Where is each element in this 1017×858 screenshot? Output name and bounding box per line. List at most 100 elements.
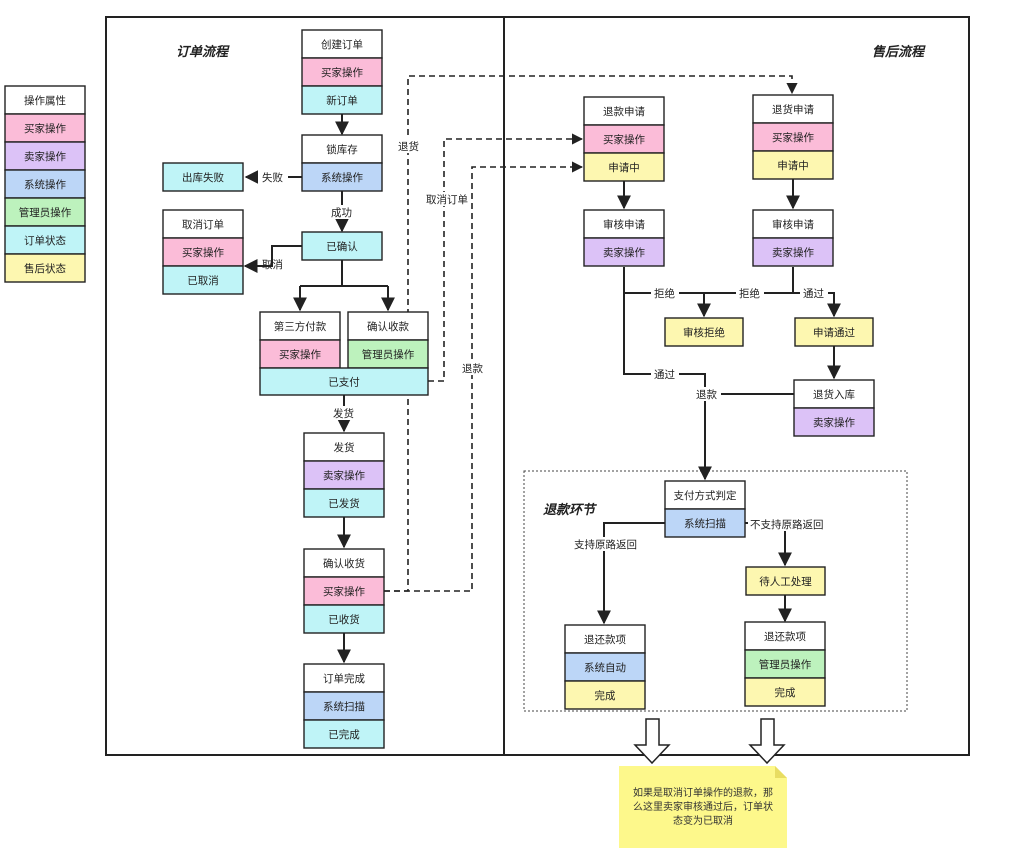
review2-cell-1: 卖家操作 [752,237,834,267]
return_stock-label-1: 卖家操作 [813,416,855,429]
ship-label-1: 卖家操作 [323,469,365,482]
refund-section-title: 退款环节 [543,502,597,518]
third_pay-label-1: 买家操作 [279,348,321,361]
cancel_order-label-1: 买家操作 [182,246,224,259]
confirm_receive-label-2: 已收货 [328,613,360,626]
manual-label-0: 待人工处理 [759,575,812,588]
edge-confirmed-to-split [300,260,388,287]
ship-cell-1: 卖家操作 [303,460,385,490]
label-success: 成功 [331,207,352,219]
node-manual: 待人工处理 [745,566,826,596]
refund-section-frame [523,470,908,712]
return_apply-label-0: 退货申请 [772,103,814,116]
review1-label-0: 审核申请 [603,218,645,231]
edge-receive-to-refund [384,161,584,592]
lock_stock-cell-0: 锁库存 [301,134,383,164]
refund_item_admin-label-1: 管理员操作 [759,658,812,671]
ship-cell-0: 发货 [303,432,385,462]
return_apply-cell-2: 申请中 [752,150,834,180]
label-not-support-return: 不支持原路返回 [750,518,824,531]
label-support-return: 支持原路返回 [574,538,637,551]
legend-label-2: 卖家操作 [24,150,66,163]
order_done-cell-0: 订单完成 [303,663,385,693]
return_apply-label-2: 申请中 [777,159,809,172]
legend-cell-5: 订单状态 [4,225,86,255]
return_apply-cell-0: 退货申请 [752,94,834,124]
cancel_order-cell-0: 取消订单 [162,209,244,239]
third_pay-label-0: 第三方付款 [274,320,327,333]
confirmed-label-0: 已确认 [326,240,358,253]
order_done-label-2: 已完成 [328,728,360,741]
node-confirmed: 已确认 [301,231,383,261]
legend-label-1: 买家操作 [24,122,66,135]
edge-labels: 失败 成功 取消 发货 退货 取消订单 退款 拒绝 拒绝 通过 通过 退款 支持… [258,139,828,551]
out_fail-label-0: 出库失败 [182,171,224,184]
cancel_order-label-2: 已取消 [187,274,219,287]
edge-paymethod-support [597,522,665,625]
cancel_order-label-0: 取消订单 [182,218,224,231]
note-line-3: 态变为已取消 [673,814,733,827]
refund_item_auto-cell-0: 退还款项 [564,624,646,654]
legend-cell-6: 售后状态 [4,253,86,283]
ship-cell-2: 已发货 [303,488,385,518]
refund_item_auto-cell-2: 完成 [564,680,646,710]
refund_item_admin-label-0: 退还款项 [764,630,806,643]
third_pay-cell-0: 第三方付款 [259,311,341,341]
legend-label-4: 管理员操作 [19,206,72,219]
confirm_receipt_pay-cell-0: 确认收款 [347,311,429,341]
label-cancel: 取消 [262,258,283,271]
order-flow-title: 订单流程 [176,44,230,60]
refund_apply-cell-0: 退款申请 [583,96,665,126]
edge-confirmed-to-cancel [243,245,302,273]
review2-label-1: 卖家操作 [772,246,814,259]
label-ship: 发货 [333,407,354,420]
down-arrow-left [633,718,671,765]
create_order-label-2: 新订单 [326,94,358,107]
order_done-cell-2: 已完成 [303,719,385,749]
out_fail-cell-0: 出库失败 [162,162,244,192]
legend-cell-4: 管理员操作 [4,197,86,227]
order_done-label-0: 订单完成 [323,672,365,685]
label-cancel-order: 取消订单 [426,193,468,206]
confirm_receive-cell-0: 确认收货 [303,548,385,578]
create_order-label-1: 买家操作 [321,66,363,79]
node-paid: 已支付 [259,367,429,396]
refund_apply-label-1: 买家操作 [603,133,645,146]
confirm_receipt_pay-cell-1: 管理员操作 [347,339,429,369]
ship-label-2: 已发货 [328,497,360,510]
apply_pass-label-0: 申请通过 [813,326,855,339]
refund_item_admin-label-2: 完成 [775,686,796,699]
label-refund: 退款 [462,362,483,375]
label-reject-2: 拒绝 [739,287,760,300]
order_done-label-1: 系统扫描 [323,700,365,713]
pay_method-cell-0: 支付方式判定 [664,480,746,510]
paid-label-0: 已支付 [328,376,360,389]
paid-cell-0: 已支付 [259,367,429,396]
refund_apply-cell-2: 申请中 [583,152,665,182]
review2-label-0: 审核申请 [772,218,814,231]
return_stock-label-0: 退货入库 [813,388,855,401]
label-return-goods: 退货 [398,140,419,153]
legend-cell-0: 操作属性 [4,85,86,115]
pay_method-cell-1: 系统扫描 [664,508,746,538]
confirm_receipt_pay-label-1: 管理员操作 [362,348,415,361]
confirm_receive-cell-2: 已收货 [303,604,385,634]
refund_apply-cell-1: 买家操作 [583,124,665,154]
cancel_order-cell-1: 买家操作 [162,237,244,267]
review1-cell-0: 审核申请 [583,209,665,239]
confirm_receive-label-1: 买家操作 [323,585,365,598]
review2-cell-0: 审核申请 [752,209,834,239]
legend-label-3: 系统操作 [24,178,66,191]
sticky-note: 如果是取消订单操作的退款，那 么这里卖家审核通过后，订单状 态变为已取消 [619,766,787,848]
legend-cell-1: 买家操作 [4,113,86,143]
